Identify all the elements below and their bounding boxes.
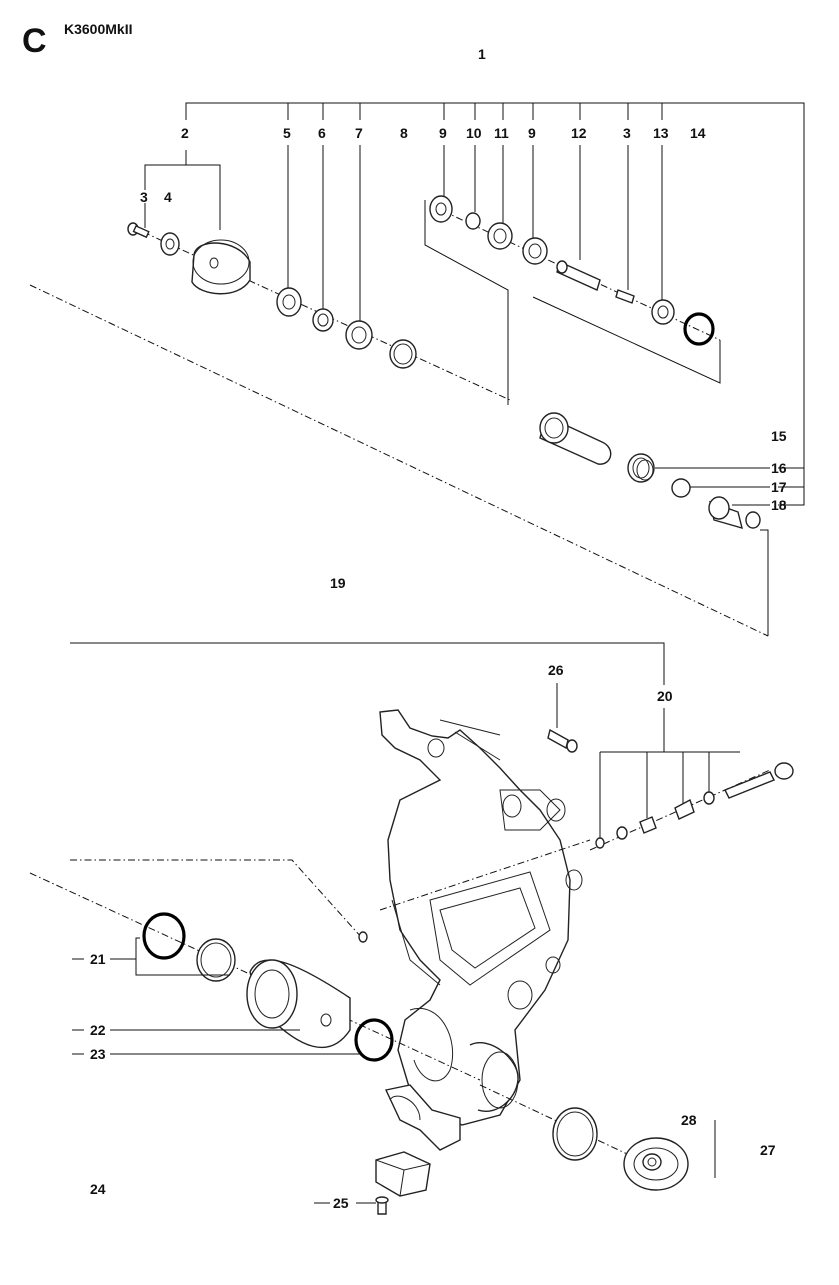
seal-9-b bbox=[522, 237, 548, 265]
callout-26: 26 bbox=[548, 662, 564, 678]
callout-11: 11 bbox=[494, 125, 509, 141]
callout-12: 12 bbox=[571, 125, 587, 141]
callout-10: 10 bbox=[466, 125, 482, 141]
circlip-8 bbox=[389, 339, 417, 369]
bracket-20-top bbox=[70, 642, 665, 685]
o-ring-23 bbox=[354, 1018, 394, 1062]
shaft-12 bbox=[556, 260, 601, 291]
callout-1: 1 bbox=[478, 46, 486, 62]
housing bbox=[379, 709, 591, 1151]
callout-14: 14 bbox=[690, 125, 706, 141]
callout-9-a: 9 bbox=[439, 125, 447, 141]
bracket-8 bbox=[424, 200, 509, 405]
callout-13: 13 bbox=[653, 125, 669, 141]
cylinder-15 bbox=[539, 412, 612, 465]
washer-6 bbox=[312, 308, 334, 332]
ring-10 bbox=[465, 212, 481, 230]
circlip-21 bbox=[196, 938, 236, 982]
cap-2 bbox=[191, 239, 251, 295]
washer-4 bbox=[160, 232, 180, 256]
callout-4: 4 bbox=[164, 189, 172, 205]
bearing-7 bbox=[345, 320, 373, 350]
leader-cap bbox=[186, 164, 221, 230]
cylinder-22 bbox=[246, 959, 351, 1049]
callout-7: 7 bbox=[355, 125, 363, 141]
callout-20: 20 bbox=[657, 688, 673, 704]
callout-21: 21 bbox=[90, 951, 106, 967]
nipple-24 bbox=[358, 931, 368, 943]
callout-23: 23 bbox=[90, 1046, 106, 1062]
bracket-14 bbox=[532, 296, 721, 384]
o-ring-14 bbox=[683, 312, 715, 346]
nut-13 bbox=[651, 299, 675, 325]
ring-28 bbox=[552, 1107, 598, 1161]
callout-16: 16 bbox=[771, 460, 787, 476]
bracket-part-25 bbox=[375, 1151, 431, 1197]
leader-24 bbox=[70, 859, 363, 939]
screw-3-b bbox=[615, 289, 635, 304]
callout-27: 27 bbox=[760, 1142, 776, 1158]
callout-28: 28 bbox=[681, 1112, 697, 1128]
callout-24: 24 bbox=[90, 1181, 106, 1197]
callout-3-b: 3 bbox=[623, 125, 631, 141]
bracket-21 bbox=[135, 937, 230, 976]
cap-27 bbox=[623, 1137, 689, 1191]
bracket-19 bbox=[760, 529, 769, 636]
callout-19: 19 bbox=[330, 575, 346, 591]
callout-18: 18 bbox=[771, 497, 787, 513]
seal-5 bbox=[276, 287, 302, 317]
callout-25: 25 bbox=[333, 1195, 349, 1211]
callout-3-a: 3 bbox=[140, 189, 148, 205]
bearing-11 bbox=[487, 222, 513, 250]
spring-16 bbox=[627, 453, 655, 483]
leader-3-4 bbox=[144, 150, 187, 190]
fitting-26 bbox=[547, 728, 578, 753]
callout-2: 2 bbox=[181, 125, 189, 141]
o-ring-21 bbox=[142, 912, 186, 960]
callout-8: 8 bbox=[400, 125, 408, 141]
model-name: K3600MkII bbox=[64, 21, 132, 37]
callout-5: 5 bbox=[283, 125, 291, 141]
callout-6: 6 bbox=[318, 125, 326, 141]
screw-3 bbox=[127, 222, 150, 239]
plug-18 bbox=[708, 496, 761, 530]
callout-15: 15 bbox=[771, 428, 787, 444]
callout-17: 17 bbox=[771, 479, 787, 495]
valve-parts-20 bbox=[589, 762, 794, 851]
callout-9-b: 9 bbox=[528, 125, 536, 141]
callout-22: 22 bbox=[90, 1022, 106, 1038]
ball-17 bbox=[671, 478, 691, 498]
section-letter: C bbox=[22, 22, 47, 60]
screw-25 bbox=[375, 1196, 389, 1215]
axis-19 bbox=[29, 284, 769, 637]
seal-9-a bbox=[429, 195, 453, 223]
assembly-1-bracket bbox=[185, 102, 805, 506]
